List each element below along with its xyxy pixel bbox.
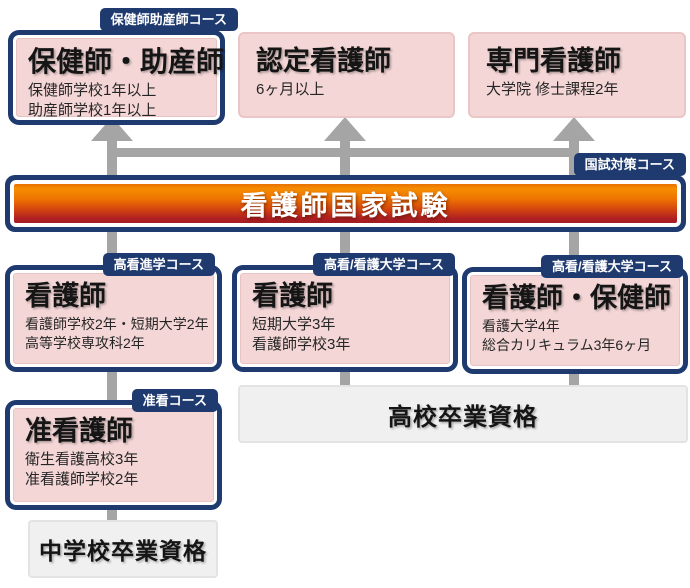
node-title: 看護師 [252,281,333,311]
node-detail: 6ヶ月以上 [256,81,325,99]
connector-line [569,228,579,268]
arrow-up-icon [324,117,366,141]
national-exam-banner: 看護師国家試験 [5,175,686,232]
connector-line [340,370,350,388]
connector-line [107,138,117,178]
node-detail: 保健師学校1年以上 [28,82,157,100]
node-title: 保健師・助産師 [28,46,225,77]
qualification-label: 中学校卒業資格 [39,538,207,564]
course-tag-nurse-university: 高看/看護大学コース [313,253,455,276]
node-detail: 看護大学4年 [482,318,560,335]
highschool-qualification-box: 高校卒業資格 [238,385,688,443]
node-detail: 衛生看護高校3年 [25,451,139,469]
connector-line [340,138,350,178]
qualification-label: 高校卒業資格 [388,403,538,431]
course-tag-nurse-university2: 高看/看護大学コース [541,255,683,278]
node-detail: 准看護師学校2年 [25,470,139,488]
course-tag-assistant-nurse: 准看コース [131,389,218,412]
connector-line [107,148,579,157]
node-title: 准看護師 [25,416,133,446]
course-tag-exam-prep: 国試対策コース [573,153,686,176]
node-certified-nurse: 認定看護師 6ヶ月以上 [238,32,455,118]
node-assistant-nurse: 准看護師 衛生看護高校3年 准看護師学校2年 [5,400,222,510]
node-detail: 短期大学3年 [252,316,336,334]
connector-line [107,370,117,403]
middleschool-qualification-box: 中学校卒業資格 [28,520,218,578]
node-title: 看護師 [25,281,106,311]
banner-title: 看護師国家試験 [240,191,451,221]
node-nurse-advancement: 看護師 看護師学校2年・短期大学2年 高等学校専攻科2年 [5,265,222,372]
course-tag-public-health-midwife: 保健師助産師コース [99,8,238,31]
node-specialist-nurse: 専門看護師 大学院 修士課程2年 [468,32,686,118]
node-nurse-junior-college: 看護師 短期大学3年 看護師学校3年 [232,265,458,372]
connector-line [107,507,117,523]
node-detail: 総合カリキュラム3年6ヶ月 [482,336,652,353]
node-detail: 看護師学校3年 [252,335,351,353]
connector-line [569,370,579,388]
node-nurse-public-health: 看護師・保健師 看護大学4年 総合カリキュラム3年6ヶ月 [462,267,688,374]
connector-line [107,228,117,268]
node-detail: 高等学校専攻科2年 [25,334,145,351]
course-tag-nurse-advancement: 高看進学コース [102,253,215,276]
node-detail: 大学院 修士課程2年 [486,81,619,99]
node-title: 専門看護師 [486,46,621,76]
connector-line [340,228,350,268]
node-title: 看護師・保健師 [482,283,671,313]
node-detail: 助産師学校1年以上 [28,101,157,119]
node-detail: 看護師学校2年・短期大学2年 [25,316,209,333]
arrow-up-icon [553,117,595,141]
node-public-health-midwife: 保健師・助産師 保健師学校1年以上 助産師学校1年以上 [8,30,225,125]
node-title: 認定看護師 [256,46,391,76]
